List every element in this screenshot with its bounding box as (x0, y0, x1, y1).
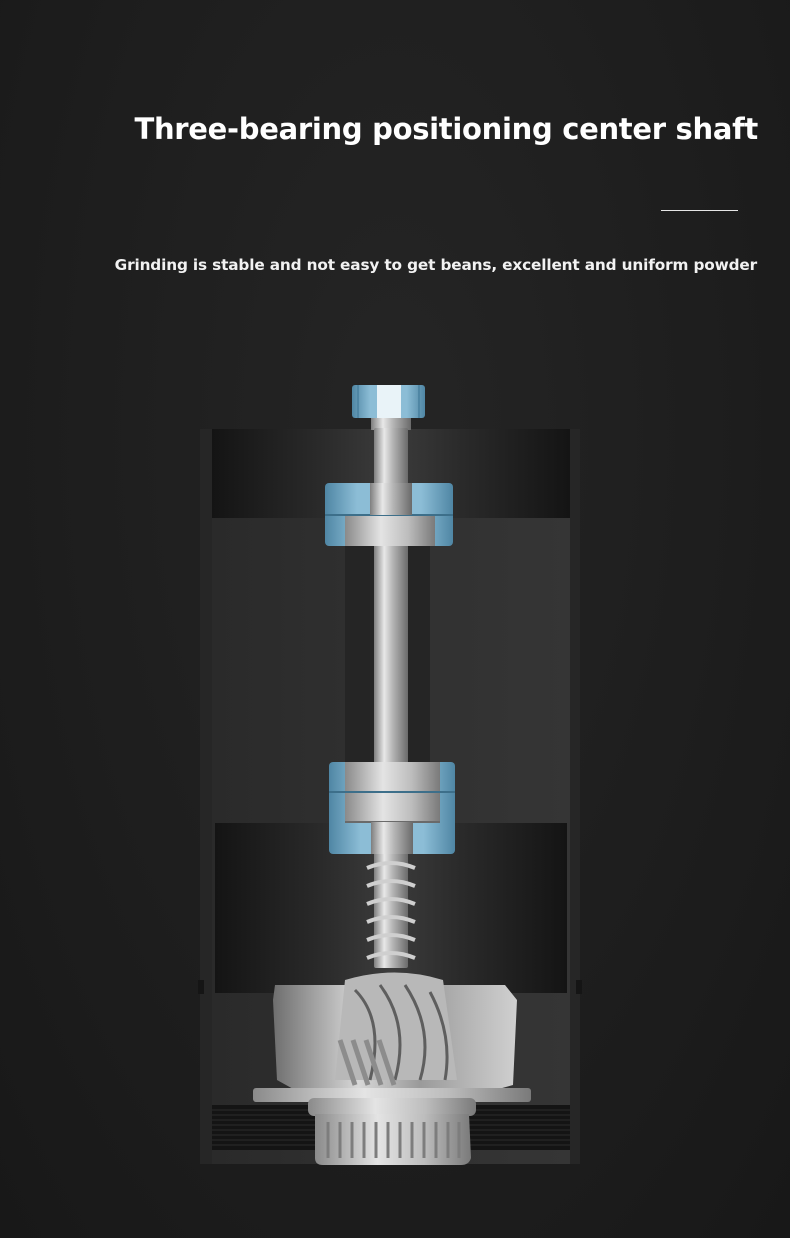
right-tab (576, 980, 582, 994)
headline: Three-bearing positioning center shaft (134, 112, 758, 146)
top-cap (352, 385, 425, 418)
bottom-bearing-cup (308, 1098, 476, 1165)
left-tab (198, 980, 204, 994)
conical-burr (253, 972, 531, 1102)
middle-bearing (329, 762, 455, 854)
upper-bearing (325, 483, 453, 546)
grinder-cross-section-illustration (198, 385, 582, 1165)
shaft-collar (371, 418, 411, 430)
spring (366, 861, 416, 960)
subheadline: Grinding is stable and not easy to get b… (114, 256, 757, 274)
title-divider (661, 210, 738, 211)
